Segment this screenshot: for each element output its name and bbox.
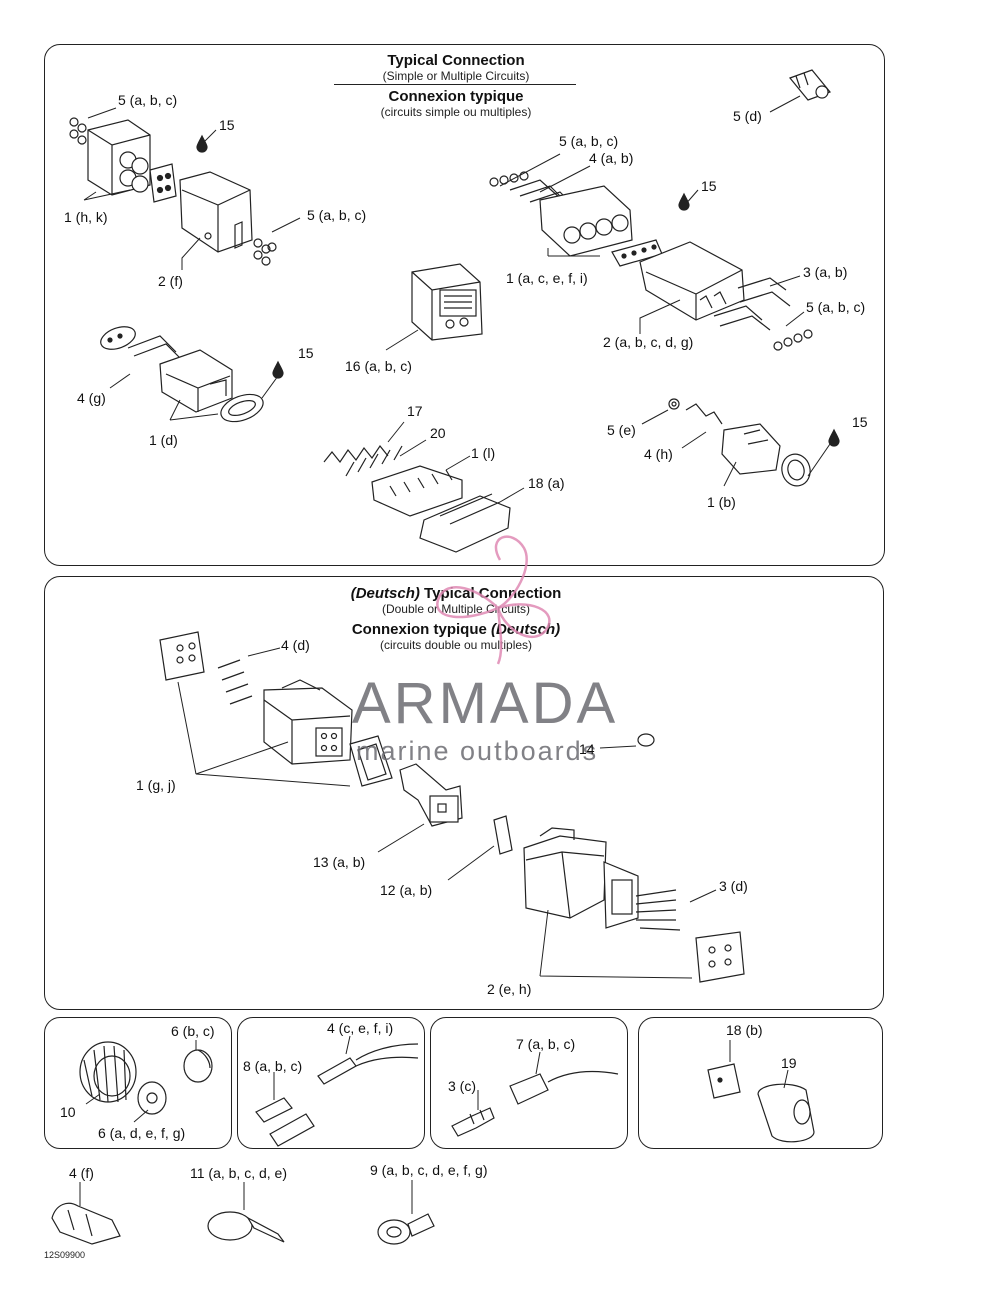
label-5abc-mid-left: 5 (a, b, c) bbox=[307, 207, 367, 223]
watermark-subtitle: marine outboards bbox=[356, 736, 599, 766]
label-3c: 3 (c) bbox=[448, 1078, 476, 1094]
plug-5d-drawing bbox=[788, 69, 832, 101]
label-15-a: 15 bbox=[219, 117, 235, 133]
label-4f: 4 (f) bbox=[69, 1165, 94, 1181]
label-5d: 5 (d) bbox=[733, 108, 762, 124]
header-divider bbox=[334, 84, 576, 85]
label-15-d: 15 bbox=[852, 414, 868, 430]
seal-6bc-drawing bbox=[183, 1049, 213, 1083]
label-5e: 5 (e) bbox=[607, 422, 636, 438]
label-9abcdefg: 9 (a, b, c, d, e, f, g) bbox=[370, 1162, 488, 1178]
label-1d: 1 (d) bbox=[149, 432, 178, 448]
label-1hk: 1 (h, k) bbox=[64, 209, 108, 225]
wedge-13ab-drawing bbox=[399, 763, 463, 827]
label-2f: 2 (f) bbox=[158, 273, 183, 289]
terminal-4f-drawing bbox=[51, 1202, 121, 1245]
label-1b: 1 (b) bbox=[707, 494, 736, 510]
label-7abc: 7 (a, b, c) bbox=[516, 1036, 576, 1052]
label-18b: 18 (b) bbox=[726, 1022, 763, 1038]
panel-seals-covers bbox=[44, 1017, 232, 1149]
connector-1gj-drawing bbox=[159, 631, 393, 787]
label-5abc-top-right: 5 (a, b, c) bbox=[559, 133, 619, 149]
connector-1d-drawing bbox=[100, 326, 264, 423]
label-4ab: 4 (a, b) bbox=[589, 150, 634, 166]
label-11abcde: 11 (a, b, c, d, e) bbox=[190, 1165, 288, 1181]
ring-terminal-9-drawing bbox=[377, 1213, 435, 1245]
label-19: 19 bbox=[781, 1055, 797, 1071]
label-6bc: 6 (b, c) bbox=[171, 1023, 215, 1039]
seals-5abc-ml bbox=[253, 238, 277, 266]
connector-16abc-drawing bbox=[411, 263, 483, 341]
label-2eh: 2 (e, h) bbox=[487, 981, 532, 997]
typical-connection-header-fr: Connexion typique (circuits simple ou mu… bbox=[336, 88, 576, 119]
label-4h: 4 (h) bbox=[644, 446, 673, 462]
header-title-en: Typical Connection bbox=[387, 52, 525, 69]
seal-10-drawing bbox=[79, 1041, 137, 1103]
drawing-code: 12S09900 bbox=[44, 1250, 86, 1260]
connector-1l-drawing bbox=[323, 444, 511, 553]
label-3d: 3 (d) bbox=[719, 878, 748, 894]
drop-icon-15d bbox=[828, 428, 840, 447]
label-4g: 4 (g) bbox=[77, 390, 106, 406]
deutsch-title-fr: Connexion typique bbox=[351, 621, 487, 638]
label-8abc: 8 (a, b, c) bbox=[243, 1058, 303, 1074]
connector-1acefi-drawing bbox=[489, 171, 813, 351]
label-20: 20 bbox=[430, 425, 446, 441]
panel-sleeves bbox=[237, 1017, 425, 1149]
cap-18b-drawing bbox=[707, 1063, 741, 1099]
watermark-title: ARMADA bbox=[352, 671, 619, 736]
label-2abcdg: 2 (a, b, c, d, g) bbox=[603, 334, 694, 350]
typical-connection-header: Typical Connection (Simple or Multiple C… bbox=[336, 52, 576, 83]
label-12ab: 12 (a, b) bbox=[380, 882, 433, 898]
label-10: 10 bbox=[60, 1104, 76, 1120]
deutsch-sub-fr: (circuits double ou multiples) bbox=[379, 638, 533, 652]
sleeve-8abc-drawing bbox=[255, 1097, 315, 1147]
label-1acefi: 1 (a, c, e, f, i) bbox=[506, 270, 588, 286]
label-18a: 18 (a) bbox=[528, 475, 565, 491]
connector-2eh-drawing bbox=[493, 815, 745, 983]
label-16abc: 16 (a, b, c) bbox=[345, 358, 412, 374]
label-5abc-right: 5 (a, b, c) bbox=[806, 299, 866, 315]
splice-7abc-drawing bbox=[509, 1071, 619, 1105]
connector-1hk-drawing bbox=[69, 117, 253, 253]
label-15-b: 15 bbox=[701, 178, 717, 194]
label-1l: 1 (l) bbox=[471, 445, 496, 461]
seal-6adefg-drawing bbox=[137, 1081, 167, 1115]
terminal-3c-drawing bbox=[451, 1107, 495, 1137]
label-17: 17 bbox=[407, 403, 423, 419]
drop-icon-15c bbox=[272, 360, 284, 379]
tie-11-drawing bbox=[207, 1211, 285, 1243]
terminal-4cefi-drawing bbox=[317, 1043, 419, 1085]
panel-caps bbox=[638, 1017, 883, 1149]
label-13ab: 13 (a, b) bbox=[313, 854, 366, 870]
cap-19-drawing bbox=[757, 1083, 815, 1143]
connector-1b-drawing bbox=[668, 398, 811, 487]
label-6adefg: 6 (a, d, e, f, g) bbox=[98, 1125, 186, 1141]
label-5abc-top-left: 5 (a, b, c) bbox=[118, 92, 178, 108]
label-3ab: 3 (a, b) bbox=[803, 264, 848, 280]
deutsch-prefix: (Deutsch) bbox=[350, 585, 420, 602]
label-14: 14 bbox=[579, 741, 595, 757]
label-4d: 4 (d) bbox=[281, 637, 310, 653]
label-15-c: 15 bbox=[298, 345, 314, 361]
label-1gj: 1 (g, j) bbox=[136, 777, 176, 793]
label-4cefi: 4 (c, e, f, i) bbox=[327, 1020, 394, 1036]
header-sub-en: (Simple or Multiple Circuits) bbox=[382, 69, 530, 83]
header-title-fr: Connexion typique bbox=[388, 88, 524, 105]
header-sub-fr: (circuits simple ou multiples) bbox=[380, 105, 532, 119]
plug-14-drawing bbox=[637, 733, 655, 747]
